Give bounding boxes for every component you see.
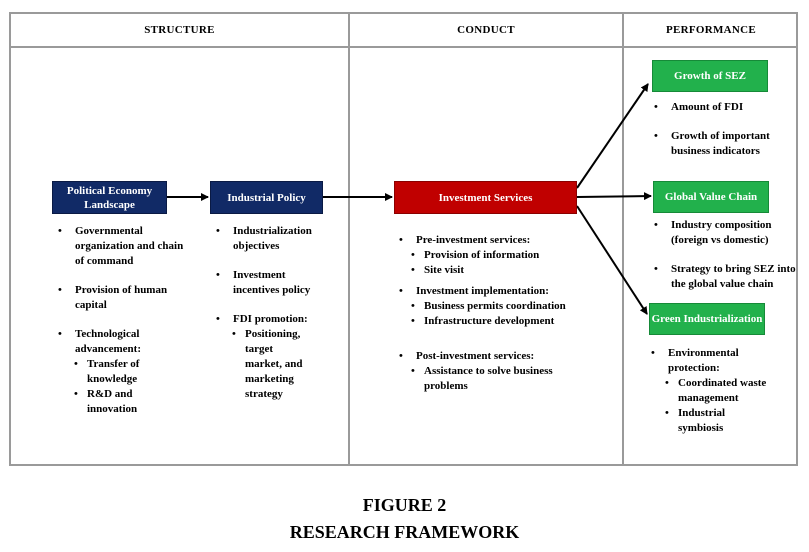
box-investment-services: Investment Services (394, 181, 577, 214)
list-item: Industrialization objectives (216, 224, 323, 254)
list-item: Coordinated waste management (665, 376, 790, 406)
list-item: Governmental organization and chain of c… (58, 224, 188, 269)
list-item: Transfer of knowledge (74, 357, 149, 387)
list-item: Industrial symbiosis (665, 406, 758, 436)
list-item: Provision of human capital (58, 283, 188, 313)
column-divider-1 (348, 14, 350, 464)
growth-of-sez-details: Amount of FDI Growth of important busine… (654, 100, 794, 159)
list-item: R&D and innovation (74, 387, 149, 417)
list-item: Investment incentives policy (216, 268, 323, 298)
box-industrial-policy: Industrial Policy (210, 181, 323, 214)
industrial-policy-details: Industrialization objectives Investment … (216, 224, 336, 402)
box-global-value-chain: Global Value Chain (653, 181, 769, 213)
global-value-chain-details: Industry composition (foreign vs domesti… (654, 218, 799, 292)
investment-services-details: Pre-investment services: Provision of in… (399, 233, 604, 394)
list-item: Post-investment services: (399, 349, 604, 364)
list-item: Business permits coordination (411, 299, 604, 314)
list-item: Environmental protection: (651, 346, 748, 376)
figure-title: RESEARCH FRAMEWORK (289, 522, 520, 542)
list-item: Assistance to solve business problems (411, 364, 564, 394)
box-green-industrialization: Green Industrialization (649, 303, 765, 335)
column-header-conduct: CONDUCT (457, 24, 515, 36)
list-item: Infrastructure development (411, 314, 604, 329)
framework-frame: STRUCTURE CONDUCT PERFORMANCE (9, 12, 798, 466)
box-growth-of-sez: Growth of SEZ (652, 60, 768, 92)
list-item: Strategy to bring SEZ into the global va… (654, 262, 799, 292)
arrow-investment-to-green (576, 205, 648, 315)
list-item: Investment implementation: (399, 284, 604, 299)
arrow-investment-to-gvc (576, 192, 652, 201)
box-political-economy-landscape: Political Economy Landscape (52, 181, 167, 214)
arrow-investment-to-sez (576, 83, 649, 189)
list-item: Growth of important business indicators (654, 129, 781, 159)
green-industrialization-details: Environmental protection: Coordinated wa… (651, 346, 796, 436)
list-item: Provision of information (411, 248, 604, 263)
political-economy-details: Governmental organization and chain of c… (58, 224, 188, 417)
figure-number: FIGURE 2 (362, 495, 447, 515)
list-item: FDI promotion: (216, 312, 336, 327)
list-item: Site visit (411, 263, 604, 278)
header-divider (11, 46, 796, 48)
list-item: Industry composition (foreign vs domesti… (654, 218, 781, 248)
column-header-performance: PERFORMANCE (665, 24, 757, 36)
column-header-structure: STRUCTURE (144, 24, 215, 36)
list-item: Positioning, target market, and marketin… (232, 327, 307, 402)
list-item: Pre-investment services: (399, 233, 604, 248)
list-item: Amount of FDI (654, 100, 794, 115)
column-divider-2 (622, 14, 624, 464)
list-item: Technological advancement: (58, 327, 188, 357)
